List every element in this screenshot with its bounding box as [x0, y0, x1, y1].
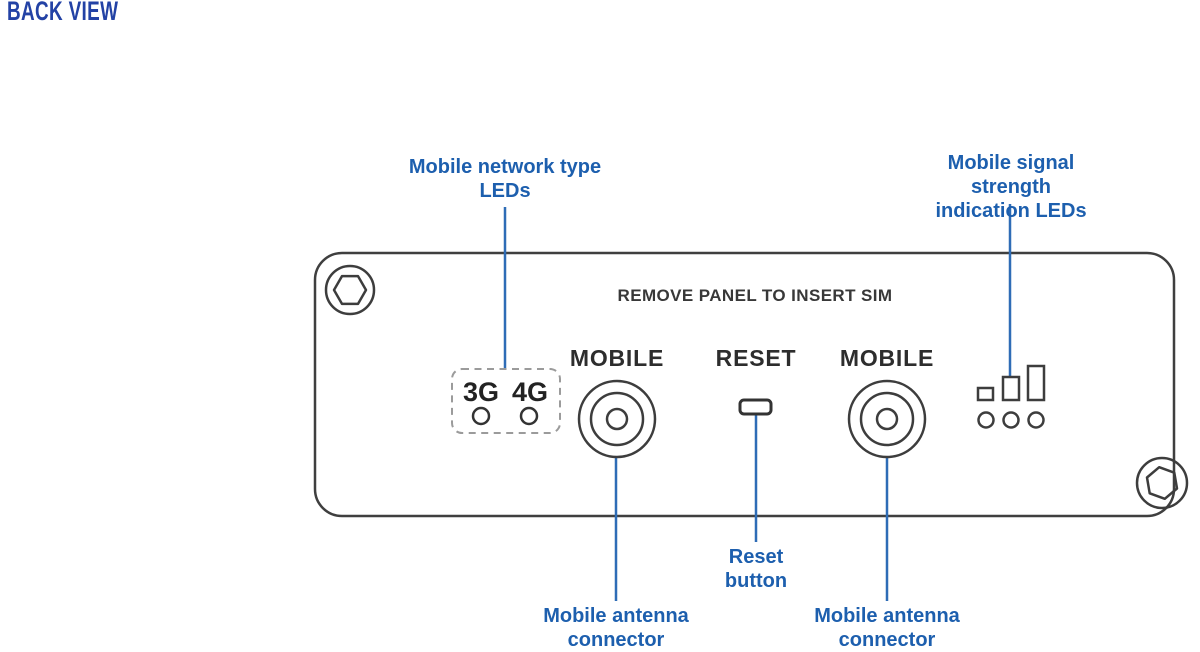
mobile-right-label: MOBILE	[839, 345, 935, 371]
mobile-left-label: MOBILE	[569, 345, 665, 371]
callout-signal-strength-leds: Mobile signal strength indication LEDs	[935, 152, 1087, 222]
signal-bars-icon	[976, 364, 1046, 429]
callout-reset-button: Reset button	[724, 546, 788, 592]
coax-connector-icon	[577, 379, 657, 459]
callout-antenna-left: Mobile antenna connector	[543, 605, 689, 651]
led-4g-label: 4G	[511, 377, 549, 407]
led-circle-icon-3g	[471, 406, 491, 426]
led-circle-icon-4g	[519, 406, 539, 426]
callout-network-type-leds: Mobile network type LEDs	[408, 156, 602, 202]
led-3g-label: 3G	[462, 377, 500, 407]
hex-screw-icon	[324, 264, 376, 316]
callout-antenna-right: Mobile antenna connector	[814, 605, 960, 651]
page-title: BACK VIEW	[7, 0, 119, 26]
reset-button-hole	[738, 398, 773, 416]
hex-screw-icon	[1135, 456, 1189, 510]
reset-label: RESET	[715, 345, 797, 371]
panel-outline	[313, 251, 1176, 518]
panel-heading: REMOVE PANEL TO INSERT SIM	[617, 286, 893, 305]
coax-connector-icon	[847, 379, 927, 459]
